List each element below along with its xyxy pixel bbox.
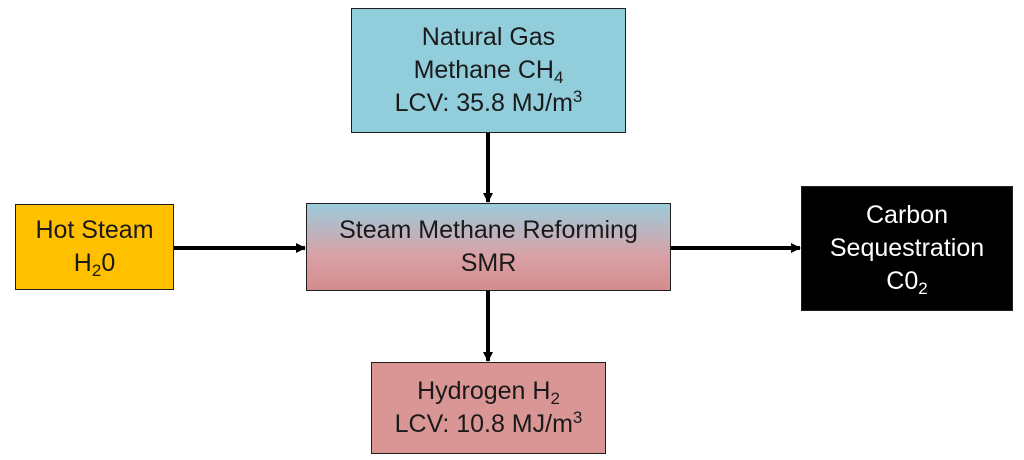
sequestration-title: Sequestration (829, 234, 985, 262)
hydrogen-lcv: LCV: 10.8 MJ/m3 (394, 408, 583, 438)
methane-formula: Methane CH4 (413, 56, 564, 87)
carbon-title: Carbon (866, 201, 948, 229)
natural-gas-node: Natural Gas Methane CH4 LCV: 35.8 MJ/m3 (351, 8, 626, 133)
hydrogen-formula: Hydrogen H2 (417, 377, 560, 408)
water-formula: H20 (73, 249, 116, 280)
carbon-sequestration-node: Carbon Sequestration C02 (801, 186, 1013, 311)
hot-steam-node: Hot Steam H20 (15, 204, 174, 290)
smr-abbreviation: SMR (460, 249, 517, 277)
co2-formula: C02 (886, 267, 928, 298)
hot-steam-title: Hot Steam (35, 216, 154, 244)
hydrogen-node: Hydrogen H2 LCV: 10.8 MJ/m3 (371, 362, 606, 454)
natural-gas-lcv: LCV: 35.8 MJ/m3 (394, 87, 583, 117)
natural-gas-title: Natural Gas (421, 23, 556, 51)
smr-node: Steam Methane Reforming SMR (306, 203, 671, 291)
smr-title: Steam Methane Reforming (339, 216, 638, 244)
